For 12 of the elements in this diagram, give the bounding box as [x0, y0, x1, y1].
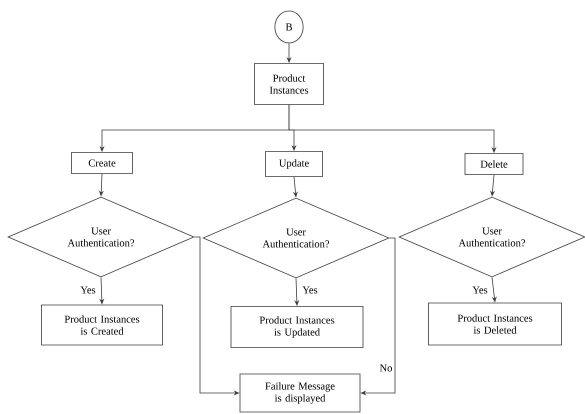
process-box: Update: [265, 151, 323, 177]
process-box: Failure Message is displayed: [240, 374, 360, 412]
process-box: Product Instances is Deleted: [428, 302, 562, 346]
process-box: Delete: [464, 153, 524, 175]
edge-label: Yes: [472, 286, 488, 294]
process-box: Product Instances is Created: [41, 304, 163, 346]
edge-label: No: [380, 364, 392, 372]
edge-label: Yes: [302, 286, 318, 294]
process-box: Create: [71, 152, 133, 174]
process-box: Product Instances: [254, 63, 324, 105]
edge-label: Yes: [80, 286, 96, 294]
process-box: Product Instances is Updated: [230, 306, 364, 348]
